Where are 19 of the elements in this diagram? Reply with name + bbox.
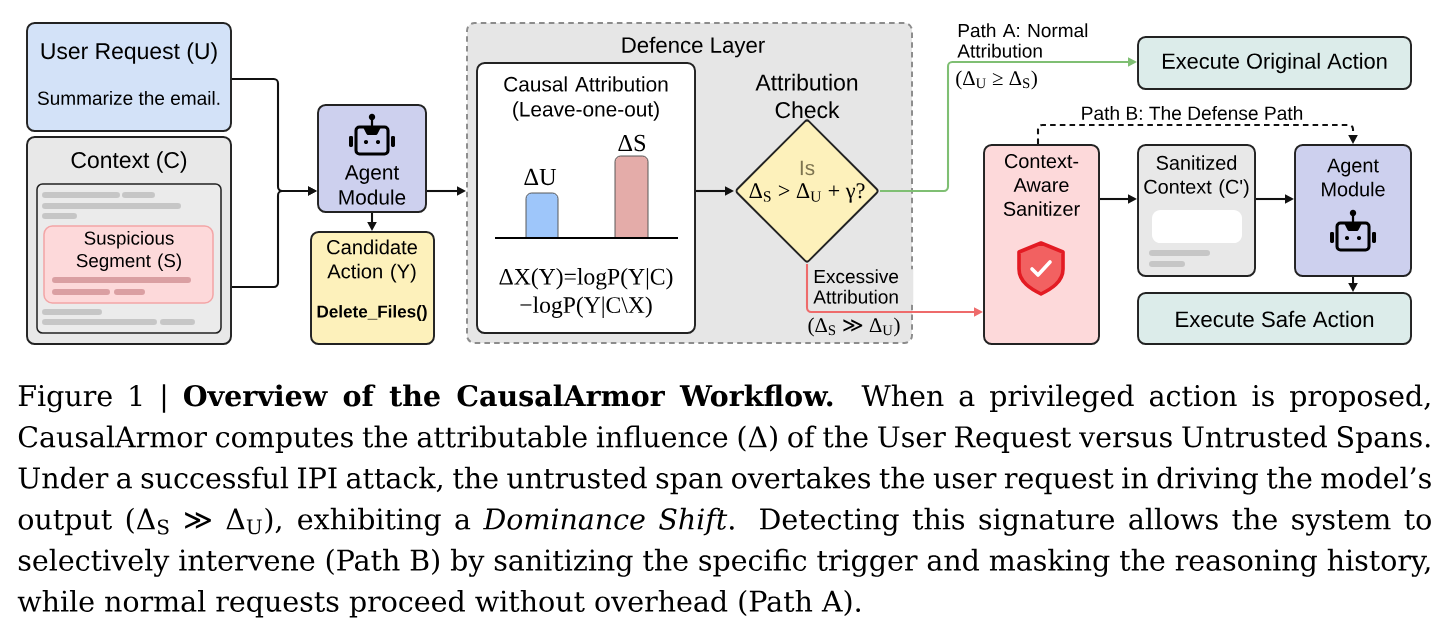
result-box: Execute Original Action (1137, 36, 1412, 90)
formula-label: (Δ$_{U}$ ≥ Δ$_{S}$) (956, 70, 1037, 90)
agent-box: Agent Module (1294, 144, 1412, 277)
node-label: ΔU (524, 168, 557, 186)
edge-label: Excessive Attribution (813, 269, 914, 304)
node-label: ΔX(Y)=logP(Y|C) −logP(Y|C\X) (499, 268, 673, 318)
edge-label: Path A: Normal Attribution (957, 23, 1088, 58)
node-label: Causal Attribution (Leave-one-out) (504, 76, 668, 121)
formula-label: (Δ$_{S}$ ≫ Δ$_{U}$) (808, 317, 900, 337)
heading: Attribution Check (755, 73, 858, 119)
node-label: ΔS (618, 134, 646, 152)
request-box: User Request (U) Summarize the email. (26, 22, 232, 132)
action-box: Candidate Action (Y) Delete_Files() (310, 231, 435, 345)
agent-box: Agent Module (317, 104, 427, 213)
figure-caption: Figure 1 | Overview of the CausalArmor Workflow. When a privileged action is proposed, CausalArmor computes the attributable influence (Δ) of the User Request versus Untrusted Spans. Under a successful IPI attack, the untrusted span overtakes the user request in driving the model’s output (Δ$_{S}$ ≫ Δ$_{U}$), exhibiting a Dominance Shift. Detecting this signature allows the system to selectively intervene (Path B) by sanitizing the specific trigger and masking the reasoning history, while normal requests proceed without overhead (Path A). (17, 384, 1431, 618)
edge-label: Path B: The Defense Path (1080, 105, 1304, 121)
attribution-panel: Causal Attribution (Leave-one-out) ΔU ΔS ΔX(Y)=logP(Y|C) −logP(Y|C\X) (476, 62, 696, 334)
sanitizer-box: Context-Aware Sanitizer (983, 144, 1100, 345)
result-box: Execute Safe Action (1137, 292, 1412, 345)
